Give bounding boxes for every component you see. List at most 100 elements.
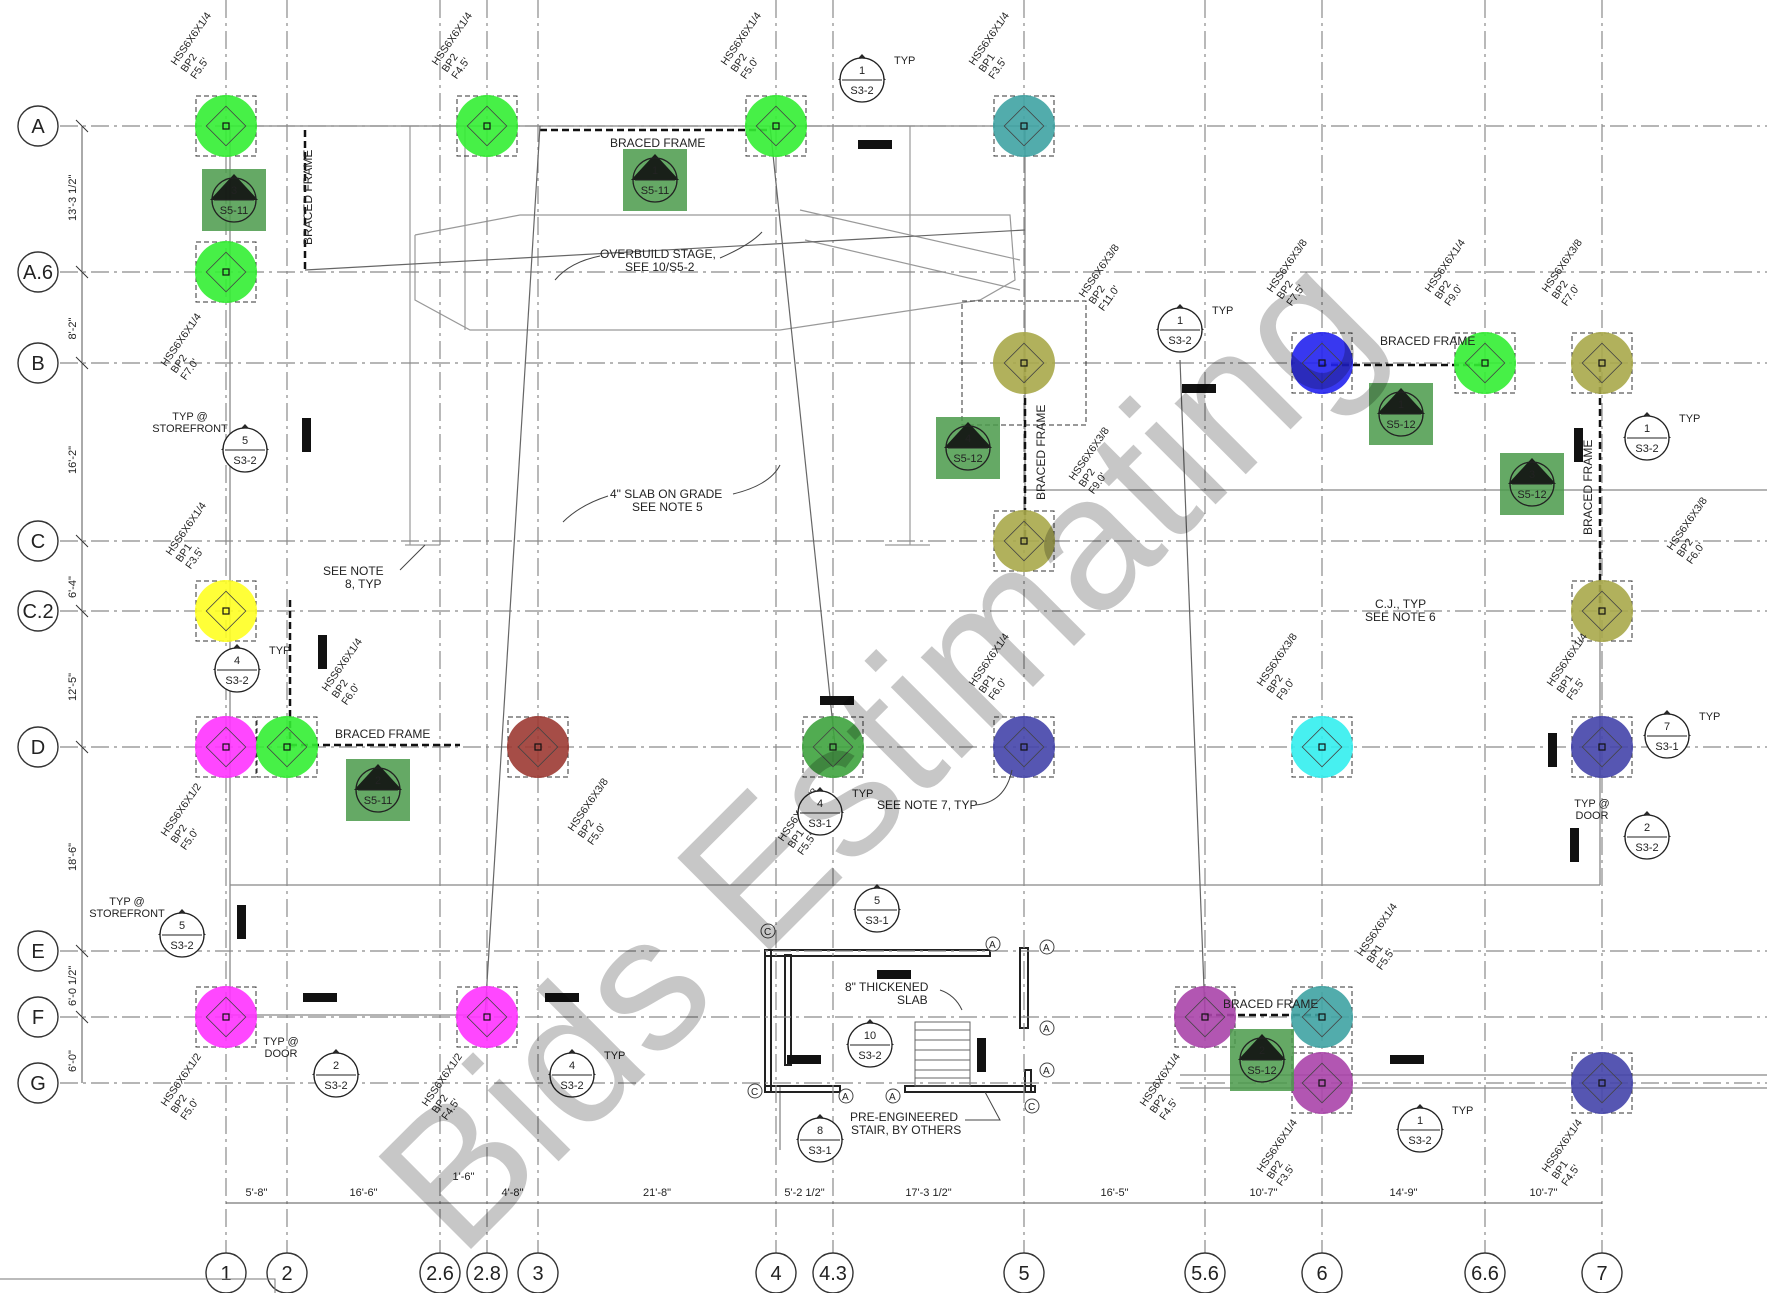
marker-number: 5 xyxy=(242,435,248,447)
marker-number: 1 xyxy=(1644,423,1650,435)
column-D-3: HSS6X6X3/8BP2F5.0' xyxy=(507,716,611,847)
marker-circle xyxy=(945,425,991,471)
slab-note-1: 4" SLAB ON GRADE xyxy=(610,487,722,501)
overbuild-note-1: OVERBUILD STAGE, xyxy=(600,247,716,261)
thickened-slab-note-2: SLAB xyxy=(897,993,928,1007)
footing-outline xyxy=(961,300,1087,426)
note8-2: 8, TYP xyxy=(345,577,381,591)
col-dimension: 1'-6" xyxy=(453,1171,475,1183)
column-section xyxy=(772,122,780,130)
marker-sheet-ref: S3-2 xyxy=(324,1080,347,1092)
column-highlight xyxy=(1291,986,1353,1048)
column-highlight xyxy=(195,241,257,303)
marker-number: 4 xyxy=(965,433,971,445)
marker-sheet-ref: S3-1 xyxy=(808,1145,831,1157)
section-marker-s5-12-2: 2S5-12 xyxy=(1230,1029,1294,1091)
column-highlight xyxy=(195,95,257,157)
marker-note: TYP xyxy=(1452,1105,1473,1117)
column-label: HSS6X6X1/4BP2F4.5' xyxy=(1138,1051,1203,1122)
col-dimension: 21'-8" xyxy=(643,1187,671,1199)
cj-note-1: C.J., TYP xyxy=(1375,597,1426,611)
grid-bubble-row xyxy=(17,930,59,972)
grid-bubble-col xyxy=(755,1252,797,1293)
column-B-7: HSS6X6X3/8BP2F7.0' xyxy=(1540,237,1633,394)
marker-sheet-ref: S3-2 xyxy=(1635,443,1658,455)
column-section xyxy=(222,122,230,130)
col-dimension: 16'-6" xyxy=(349,1187,377,1199)
column-highlight xyxy=(1291,1052,1353,1114)
section-marker-s5-12-3: 3S5-12 xyxy=(1500,453,1564,515)
column-section xyxy=(1598,607,1606,615)
marker-sheet-ref: S5-12 xyxy=(953,453,982,465)
marker-note: TYP xyxy=(1699,711,1720,723)
column-section xyxy=(483,1013,491,1021)
marker-circle xyxy=(1509,461,1555,507)
marker-sheet-ref: S3-2 xyxy=(1168,335,1191,347)
marker-circle xyxy=(1378,391,1424,437)
marker-sheet-ref: S3-2 xyxy=(1635,842,1658,854)
grid-label-col: 5 xyxy=(1018,1263,1029,1285)
marker-number: 4 xyxy=(234,655,240,667)
callout-a-5: A xyxy=(842,1092,849,1103)
col-dimension: 10'-7" xyxy=(1249,1187,1277,1199)
column-label: HSS6X6X1/4BP1F5.5' xyxy=(1355,901,1420,972)
marker-number: 10 xyxy=(864,1030,876,1042)
row-dimension: 13'-3 1/2" xyxy=(67,175,79,221)
col-dimension: 17'-3 1/2" xyxy=(905,1187,951,1199)
column-B-6.6: HSS6X6X1/4BP2F9.0' xyxy=(1423,237,1516,394)
marker-circle xyxy=(211,177,257,223)
braced-frame-note-bc5: BRACED FRAME xyxy=(1034,405,1048,500)
marker-sheet-ref: S3-2 xyxy=(233,455,256,467)
row-dimension: 12'-5" xyxy=(67,673,79,701)
column-A.6-1: HSS6X6X1/4BP2F7.0' xyxy=(159,241,257,382)
marker-number: 1 xyxy=(652,165,658,177)
column-A-2.8: HSS6X6X1/4BP2F4.5' xyxy=(430,10,518,157)
column-section xyxy=(1598,359,1606,367)
slab-note-2: SEE NOTE 5 xyxy=(632,500,703,514)
marker-number: 2 xyxy=(1644,822,1650,834)
grid-bubble-row xyxy=(17,251,59,293)
marker-circle xyxy=(632,157,678,203)
column-label: HSS6X6X1/4BP2F7.0' xyxy=(159,311,224,382)
column-D-1: HSS6X6X1/2BP2F5.0' xyxy=(159,716,257,852)
column-section xyxy=(222,607,230,615)
column-highlight xyxy=(745,95,807,157)
section-marker-s3-1-5: 5S3-1 xyxy=(853,884,901,933)
column-highlight xyxy=(195,986,257,1048)
column-section xyxy=(1318,743,1326,751)
section-marker-s5-11-3: 3S5-11 xyxy=(202,169,266,231)
callout-c-2: C xyxy=(751,1087,758,1098)
marker-number: 1 xyxy=(1177,315,1183,327)
column-label: HSS6X6X1/4BP1F3.5' xyxy=(967,10,1032,81)
column-F-5.6: HSS6X6X1/4BP2F4.5' xyxy=(1138,986,1236,1122)
grid-label-row: F xyxy=(32,1007,44,1029)
marker-sheet-ref: S3-2 xyxy=(850,85,873,97)
grid-label-col: 7 xyxy=(1596,1263,1607,1285)
wall-marks xyxy=(237,140,1583,1072)
column-highlight xyxy=(1174,986,1236,1048)
col-dimension: 16'-5" xyxy=(1100,1187,1128,1199)
grid-bubble-col xyxy=(205,1252,247,1293)
column-highlight xyxy=(456,95,518,157)
grid-label-col: 1 xyxy=(220,1263,231,1285)
grid-label-row: D xyxy=(31,737,45,759)
column-link-lines xyxy=(304,125,1206,1016)
grid-bubble-row xyxy=(17,342,59,384)
column-highlight xyxy=(256,716,318,778)
column-highlight xyxy=(507,716,569,778)
column-highlight xyxy=(1291,716,1353,778)
marker-sheet-ref: S5-11 xyxy=(364,795,393,807)
column-section xyxy=(222,743,230,751)
braced-frame-note-b6-1: BRACED FRAME xyxy=(1380,334,1475,348)
marker-note: TYP @STOREFRONT xyxy=(152,411,228,435)
section-marker-s5-12-4: 4S5-12 xyxy=(936,417,1000,479)
marker-number: 2 xyxy=(1259,1045,1265,1057)
marker-sheet-ref: S5-12 xyxy=(1247,1065,1276,1077)
column-highlight xyxy=(993,95,1055,157)
